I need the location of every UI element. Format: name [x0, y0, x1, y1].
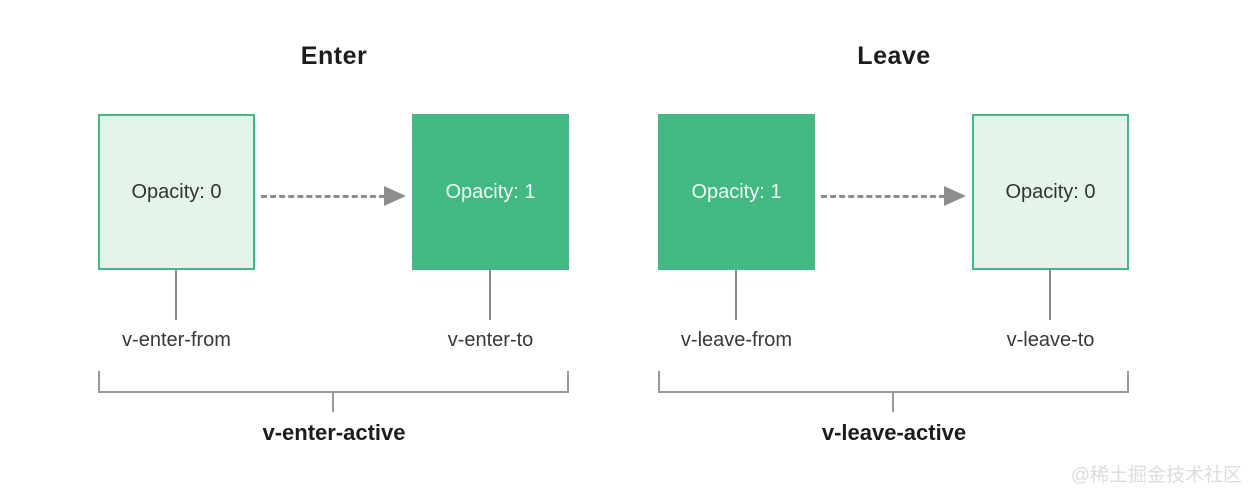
leave-section: Leave Opacity: 1 Opacity: 0 v-leave-from… [640, 0, 1170, 490]
enter-arrow-dashed-line [261, 195, 385, 198]
enter-section: Enter Opacity: 0 Opacity: 1 v-enter-from… [80, 0, 610, 490]
enter-active-bracket [98, 371, 569, 393]
enter-from-box-text: Opacity: 0 [131, 180, 222, 203]
leave-to-connector-line [1049, 270, 1051, 320]
enter-to-box-text: Opacity: 1 [445, 180, 536, 203]
enter-from-connector-line [175, 270, 177, 320]
enter-arrow-head-icon [384, 186, 406, 206]
enter-to-connector-line [489, 270, 491, 320]
leave-from-connector-line [735, 270, 737, 320]
leave-to-label: v-leave-to [1006, 329, 1095, 351]
enter-active-bracket-stem [332, 391, 334, 412]
leave-active-label: v-leave-active [821, 420, 967, 445]
leave-arrow-head-icon [944, 186, 966, 206]
enter-from-box: Opacity: 0 [98, 114, 255, 270]
enter-from-label: v-enter-from [122, 329, 231, 351]
leave-active-bracket [658, 371, 1129, 393]
enter-active-label: v-enter-active [262, 420, 406, 445]
leave-to-box: Opacity: 0 [972, 114, 1129, 270]
leave-from-box-text: Opacity: 1 [691, 180, 782, 203]
leave-title: Leave [857, 42, 931, 70]
leave-from-label: v-leave-from [680, 329, 793, 351]
enter-to-label: v-enter-to [447, 329, 534, 351]
watermark: @稀土掘金技术社区 [1070, 465, 1242, 486]
leave-arrow-dashed-line [821, 195, 945, 198]
leave-active-bracket-stem [892, 391, 894, 412]
enter-to-box: Opacity: 1 [412, 114, 569, 270]
leave-to-box-text: Opacity: 0 [1005, 180, 1096, 203]
enter-title: Enter [300, 42, 368, 70]
leave-from-box: Opacity: 1 [658, 114, 815, 270]
